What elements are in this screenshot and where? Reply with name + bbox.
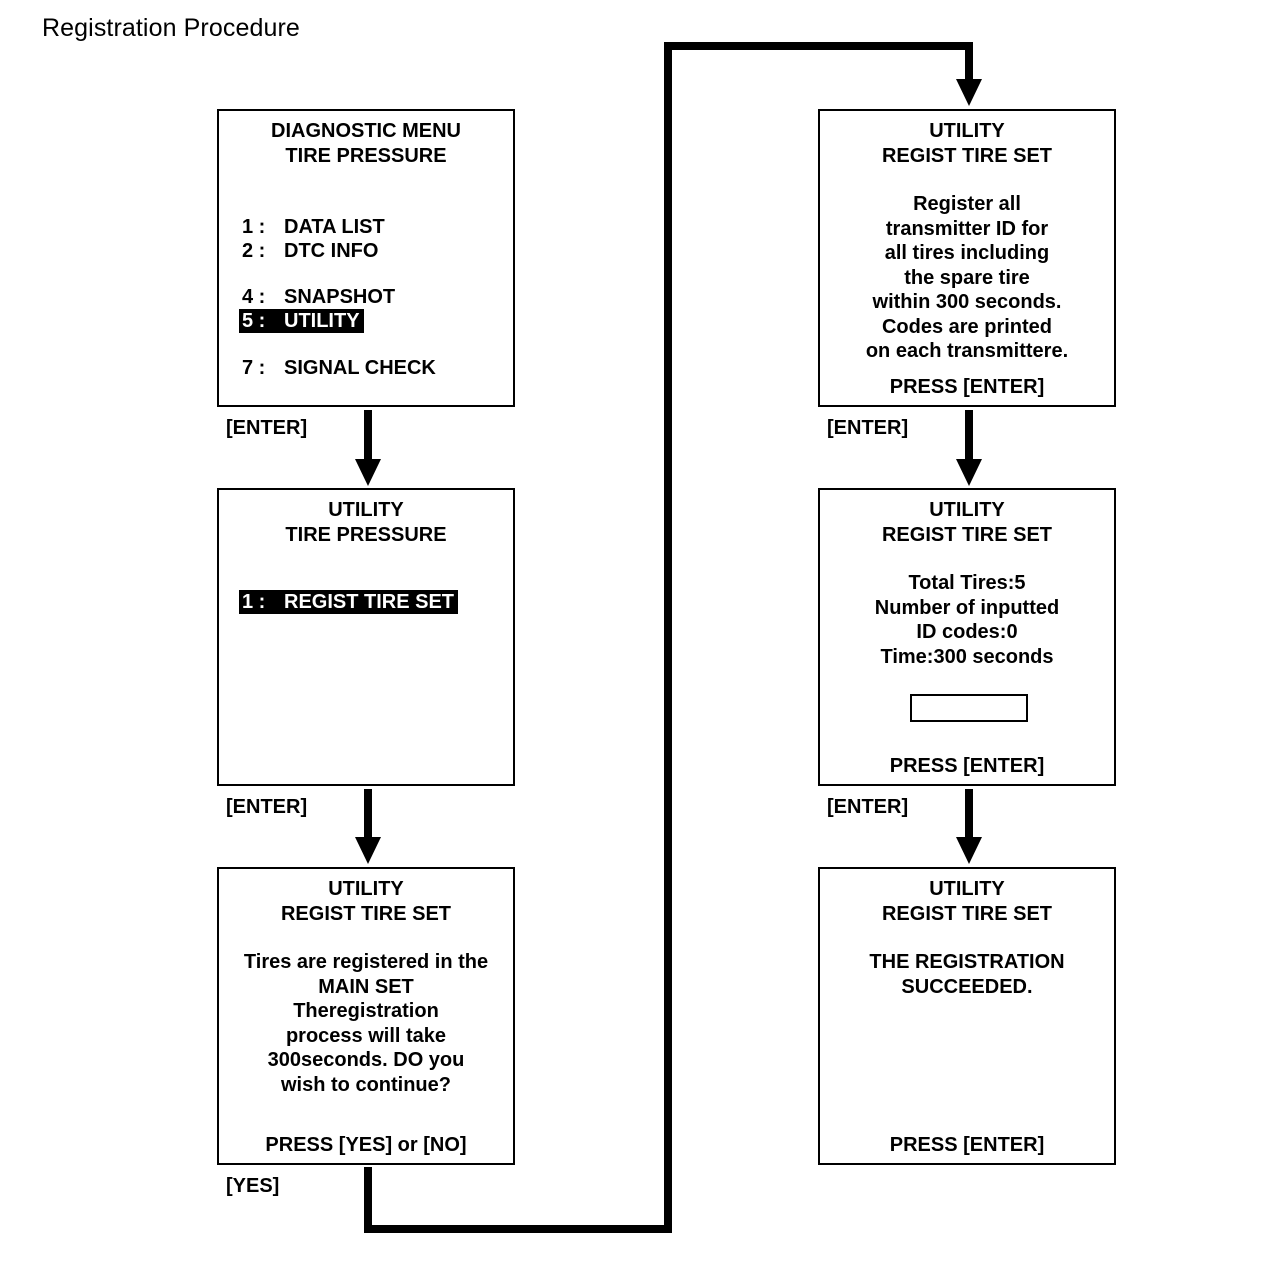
message-line: within 300 seconds.	[872, 291, 1062, 313]
screen-message: THE REGISTRATION SUCCEEDED.	[820, 950, 1114, 999]
message-line: wish to continue?	[281, 1073, 451, 1096]
screen-utility-menu: UTILITY TIRE PRESSURE 1 : REGIST TIRE SET	[217, 488, 515, 786]
arrow-utility-to-confirm	[355, 789, 381, 864]
menu-item-dtc-info[interactable]: 2 : DTC INFO	[239, 239, 436, 263]
screen-subtitle: REGIST TIRE SET	[881, 902, 1053, 925]
id-code-input[interactable]	[910, 694, 1028, 722]
screen-registration-success: UTILITY REGIST TIRE SET THE REGISTRATION…	[818, 867, 1116, 1165]
screen-diagnostic-menu: DIAGNOSTIC MENU TIRE PRESSURE 1 : DATA LI…	[217, 109, 515, 407]
yes-key-label: [YES]	[226, 1175, 280, 1197]
screen-subtitle: REGIST TIRE SET	[881, 523, 1053, 546]
message-line: Codes are printed	[881, 315, 1053, 338]
press-prompt: PRESS [YES] or [NO]	[265, 1133, 467, 1156]
screen-subtitle: REGIST TIRE SET	[280, 902, 452, 925]
message-line: THE REGISTRATION	[869, 951, 1065, 973]
screen-subtitle: REGIST TIRE SET	[881, 144, 1053, 167]
screen-title: UTILITY	[328, 878, 404, 900]
message-line: the spare tire	[904, 266, 1030, 289]
menu-item-number: 4 :	[242, 286, 266, 308]
message-line: MAIN SET	[318, 975, 414, 998]
message-line: SUCCEEDED.	[901, 975, 1033, 998]
menu-item-number: 2 :	[242, 239, 266, 262]
screen-title: UTILITY	[929, 499, 1005, 521]
screen-message: Register all transmitter ID for all tire…	[820, 192, 1114, 364]
screen-message: Total Tires:5 Number of inputted ID code…	[820, 571, 1114, 669]
menu-item-label: DTC INFO	[284, 239, 379, 262]
utility-menu-list: 1 : REGIST TIRE SET	[239, 590, 459, 615]
message-line: on each transmittere.	[865, 340, 1069, 362]
diagnostic-menu-list: 1 : DATA LIST 2 : DTC INFO 4 : SNAPSHOT 5 :…	[239, 215, 436, 380]
menu-item-signal-check[interactable]: 7 : SIGNAL CHECK	[239, 356, 436, 380]
menu-item-label: SIGNAL CHECK	[284, 357, 436, 379]
menu-item-number: 5 :	[242, 309, 266, 332]
screen-register-instructions: UTILITY REGIST TIRE SET Register all tra…	[818, 109, 1116, 407]
message-line: Tires are registered in the	[243, 951, 489, 973]
arrow-register-to-status	[956, 410, 982, 486]
press-prompt: PRESS [ENTER]	[889, 1133, 1045, 1156]
message-line: Time:300 seconds	[880, 645, 1054, 668]
arrow-status-to-success	[956, 789, 982, 864]
press-prompt: PRESS [ENTER]	[889, 754, 1045, 777]
menu-item-label: SNAPSHOT	[284, 286, 396, 308]
screen-title: UTILITY	[929, 878, 1005, 900]
screen-message: Tires are registered in the MAIN SET The…	[219, 950, 513, 1097]
menu-item-number: 1 :	[242, 216, 266, 238]
arrow-diag-to-utility	[355, 410, 381, 486]
menu-item-label: UTILITY	[284, 309, 360, 332]
screen-registration-status: UTILITY REGIST TIRE SET Total Tires:5 Nu…	[818, 488, 1116, 786]
screen-confirm-registration: UTILITY REGIST TIRE SET Tires are regist…	[217, 867, 515, 1165]
screen-subtitle: TIRE PRESSURE	[285, 523, 447, 546]
message-line: process will take	[285, 1024, 447, 1047]
screen-title: UTILITY	[328, 499, 404, 521]
menu-item-utility[interactable]: 5 : UTILITY	[239, 308, 364, 333]
menu-item-regist-tire-set[interactable]: 1 : REGIST TIRE SET	[239, 590, 459, 614]
menu-item-label: DATA LIST	[284, 216, 385, 238]
page-title: Registration Procedure	[42, 14, 300, 42]
menu-item-number: 7 :	[242, 357, 266, 379]
menu-item-label: REGIST TIRE SET	[284, 591, 455, 613]
screen-title: DIAGNOSTIC MENU	[271, 120, 461, 142]
menu-item-snapshot[interactable]: 4 : SNAPSHOT	[239, 285, 436, 309]
enter-key-label: [ENTER]	[827, 796, 909, 818]
menu-item-number: 1 :	[242, 591, 266, 613]
message-line: transmitter ID for	[885, 217, 1049, 240]
message-line: Theregistration	[293, 1000, 439, 1022]
enter-key-label: [ENTER]	[827, 417, 909, 439]
message-line: 300seconds. DO you	[267, 1049, 465, 1071]
screen-title: UTILITY	[929, 120, 1005, 142]
screen-subtitle: TIRE PRESSURE	[285, 144, 447, 167]
message-line: all tires including	[884, 242, 1050, 264]
enter-key-label: [ENTER]	[226, 417, 308, 439]
arrow-confirm-to-register	[364, 42, 982, 1233]
message-line: Register all	[913, 193, 1021, 215]
message-line: ID codes:0	[916, 621, 1018, 643]
enter-key-label: [ENTER]	[226, 796, 308, 818]
message-line: Total Tires:5	[908, 572, 1026, 594]
menu-item-data-list[interactable]: 1 : DATA LIST	[239, 215, 436, 239]
message-line: Number of inputted	[874, 596, 1060, 619]
press-prompt: PRESS [ENTER]	[889, 375, 1045, 398]
